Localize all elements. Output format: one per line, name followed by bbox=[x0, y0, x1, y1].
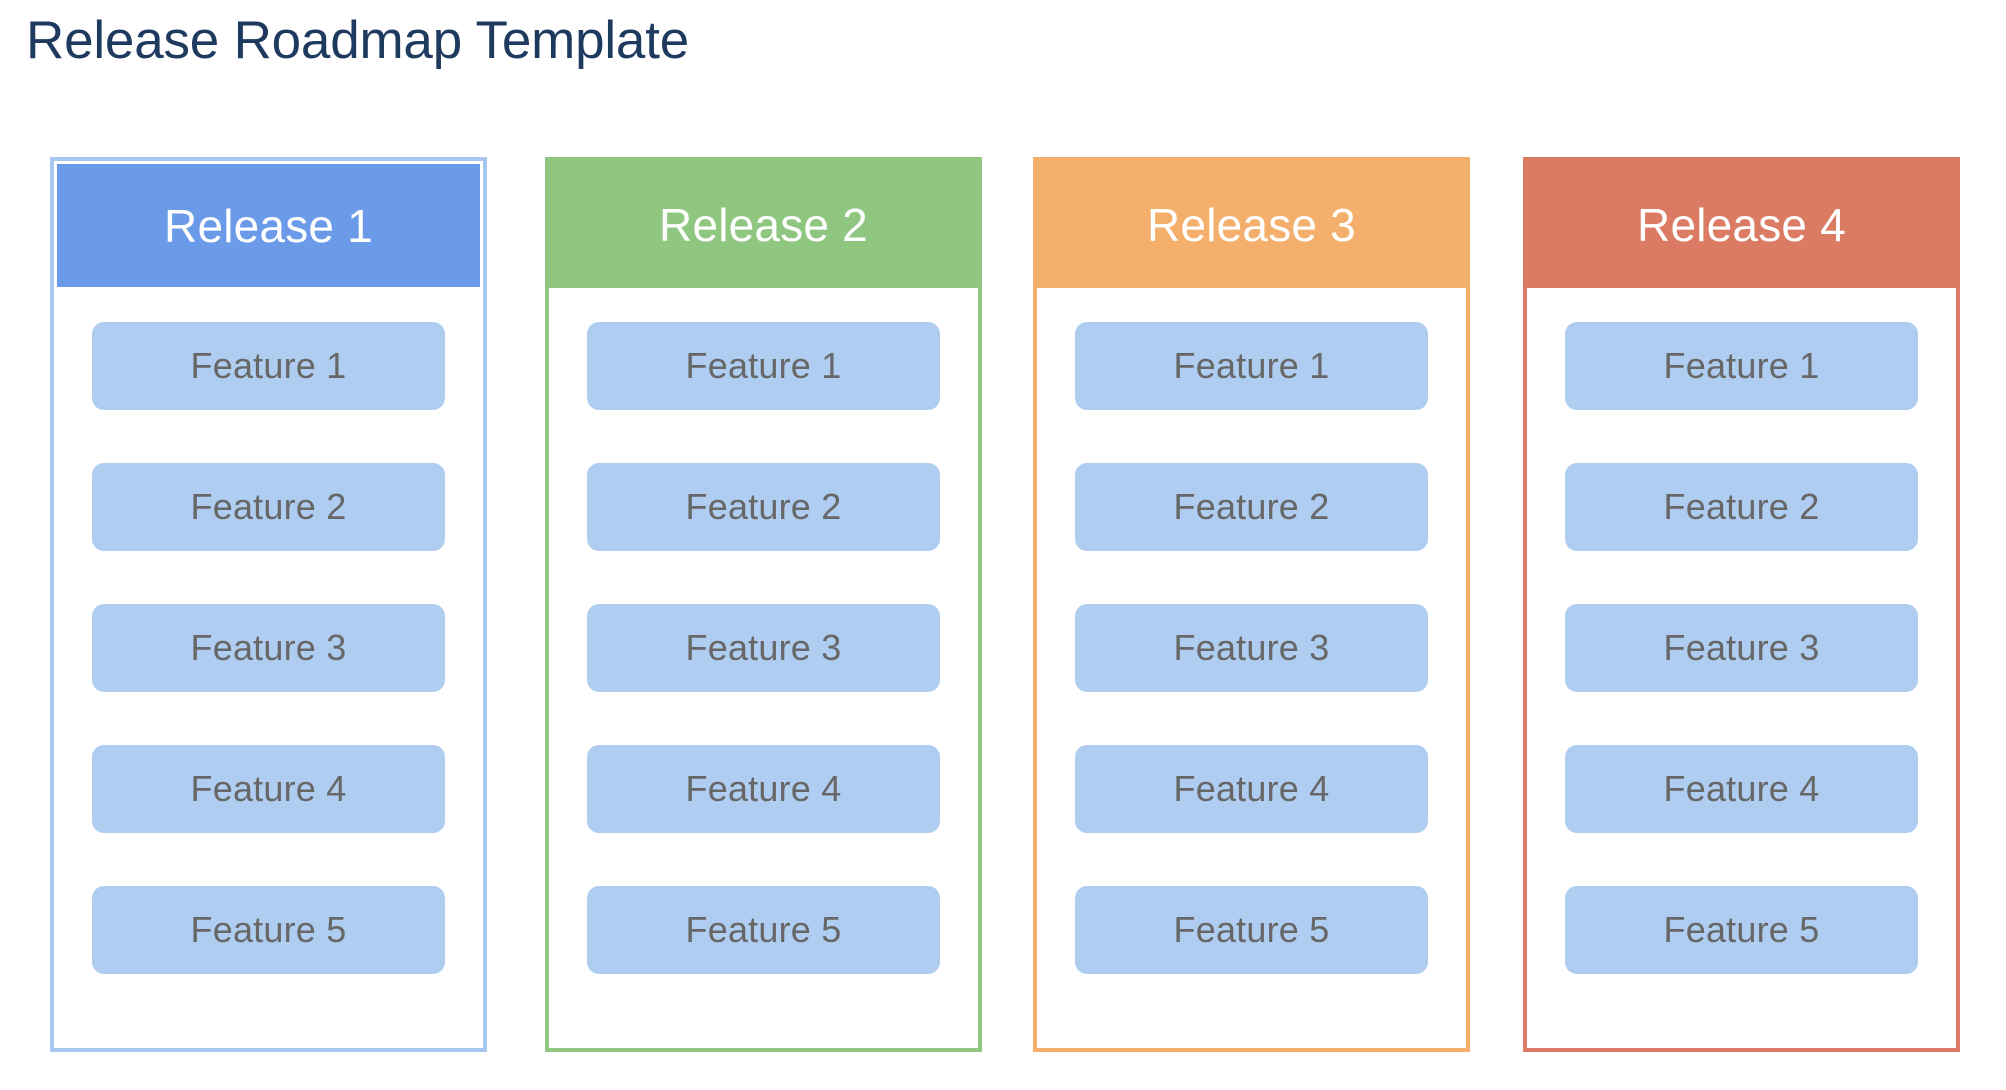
feature-pill-label: Feature 1 bbox=[1173, 345, 1330, 386]
release-column-3-title: Release 3 bbox=[1147, 198, 1356, 251]
page-title: Release Roadmap Template bbox=[26, 11, 690, 70]
feature-pill[interactable]: Feature 5 bbox=[587, 886, 940, 974]
feature-pill[interactable]: Feature 3 bbox=[587, 604, 940, 692]
release-column-4-title: Release 4 bbox=[1637, 198, 1846, 251]
feature-pill-label: Feature 3 bbox=[685, 627, 842, 668]
feature-pill-label: Feature 4 bbox=[190, 768, 347, 809]
feature-pill[interactable]: Feature 5 bbox=[92, 886, 445, 974]
release-column-3-feature-list: Feature 1 Feature 2 Feature 3 Feature 4 … bbox=[1037, 295, 1466, 1048]
feature-pill-label: Feature 3 bbox=[190, 627, 347, 668]
feature-pill-label: Feature 5 bbox=[1663, 909, 1820, 950]
feature-pill-label: Feature 1 bbox=[190, 345, 347, 386]
release-column-2-feature-list: Feature 1 Feature 2 Feature 3 Feature 4 … bbox=[549, 295, 978, 1048]
feature-pill-label: Feature 1 bbox=[1663, 345, 1820, 386]
release-column-4-feature-list: Feature 1 Feature 2 Feature 3 Feature 4 … bbox=[1527, 295, 1956, 1048]
feature-pill[interactable]: Feature 2 bbox=[1565, 463, 1918, 551]
feature-pill[interactable]: Feature 3 bbox=[92, 604, 445, 692]
feature-pill[interactable]: Feature 2 bbox=[587, 463, 940, 551]
feature-pill[interactable]: Feature 1 bbox=[587, 322, 940, 410]
release-column-1-feature-list: Feature 1 Feature 2 Feature 3 Feature 4 … bbox=[54, 295, 483, 1048]
feature-pill[interactable]: Feature 1 bbox=[1075, 322, 1428, 410]
feature-pill[interactable]: Feature 1 bbox=[1565, 322, 1918, 410]
feature-pill-label: Feature 5 bbox=[1173, 909, 1330, 950]
feature-pill-label: Feature 1 bbox=[685, 345, 842, 386]
feature-pill-label: Feature 4 bbox=[685, 768, 842, 809]
feature-pill[interactable]: Feature 4 bbox=[92, 745, 445, 833]
release-column-1-header[interactable]: Release 1 bbox=[57, 164, 480, 287]
feature-pill[interactable]: Feature 4 bbox=[1565, 745, 1918, 833]
release-column-1-title: Release 1 bbox=[164, 199, 373, 252]
feature-pill[interactable]: Feature 4 bbox=[587, 745, 940, 833]
release-column-2[interactable]: Release 2 Feature 1 Feature 2 Feature 3 … bbox=[545, 157, 982, 1052]
release-column-2-title: Release 2 bbox=[659, 198, 868, 251]
release-column-4[interactable]: Release 4 Feature 1 Feature 2 Feature 3 … bbox=[1523, 157, 1960, 1052]
feature-pill-label: Feature 5 bbox=[190, 909, 347, 950]
release-column-2-header[interactable]: Release 2 bbox=[549, 161, 978, 288]
release-column-3[interactable]: Release 3 Feature 1 Feature 2 Feature 3 … bbox=[1033, 157, 1470, 1052]
feature-pill-label: Feature 4 bbox=[1173, 768, 1330, 809]
feature-pill[interactable]: Feature 3 bbox=[1565, 604, 1918, 692]
feature-pill-label: Feature 4 bbox=[1663, 768, 1820, 809]
feature-pill-label: Feature 2 bbox=[1173, 486, 1330, 527]
feature-pill[interactable]: Feature 3 bbox=[1075, 604, 1428, 692]
feature-pill[interactable]: Feature 5 bbox=[1075, 886, 1428, 974]
feature-pill-label: Feature 5 bbox=[685, 909, 842, 950]
release-column-3-header[interactable]: Release 3 bbox=[1037, 161, 1466, 288]
feature-pill[interactable]: Feature 4 bbox=[1075, 745, 1428, 833]
feature-pill[interactable]: Feature 5 bbox=[1565, 886, 1918, 974]
feature-pill-label: Feature 2 bbox=[685, 486, 842, 527]
feature-pill[interactable]: Feature 1 bbox=[92, 322, 445, 410]
feature-pill-label: Feature 3 bbox=[1173, 627, 1330, 668]
feature-pill-label: Feature 3 bbox=[1663, 627, 1820, 668]
feature-pill-label: Feature 2 bbox=[1663, 486, 1820, 527]
release-column-1[interactable]: Release 1 Feature 1 Feature 2 Feature 3 … bbox=[50, 157, 487, 1052]
release-column-4-header[interactable]: Release 4 bbox=[1527, 161, 1956, 288]
feature-pill[interactable]: Feature 2 bbox=[1075, 463, 1428, 551]
feature-pill-label: Feature 2 bbox=[190, 486, 347, 527]
feature-pill[interactable]: Feature 2 bbox=[92, 463, 445, 551]
release-board: Release 1 Feature 1 Feature 2 Feature 3 … bbox=[0, 157, 2006, 1057]
